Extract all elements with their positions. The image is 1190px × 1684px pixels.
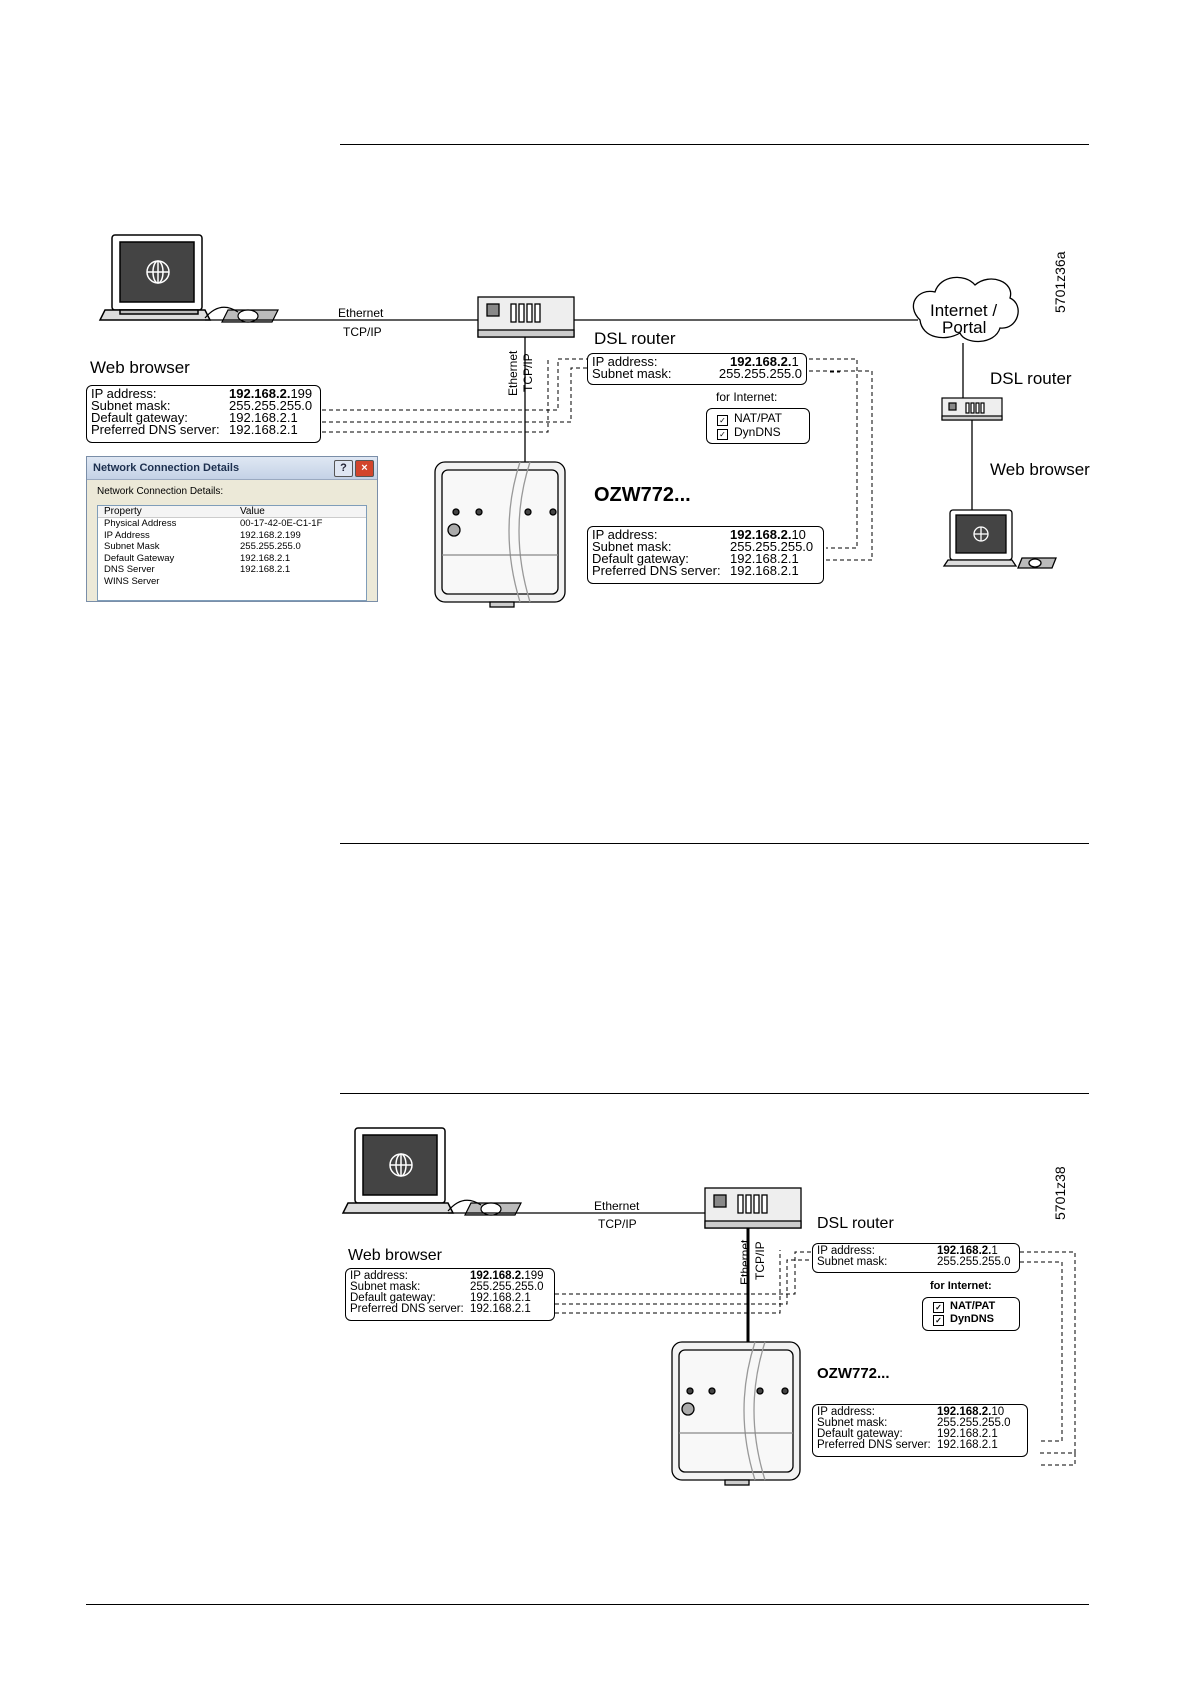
checkbox-icon: ✓: [933, 1302, 944, 1313]
router-ip-config-box: IP address:192.168.2.1 Subnet mask:255.2…: [587, 353, 807, 385]
checkbox-icon: ✓: [717, 415, 728, 426]
config-row: Subnet mask:255.255.255.0: [350, 1281, 544, 1293]
config-row: IP address:192.168.2.1: [592, 354, 799, 369]
config-row: IP address:192.168.2.199: [91, 386, 313, 401]
vertical-tcpip-label: TCP/IP: [753, 1241, 767, 1280]
config-row: Subnet mask:255.255.255.0: [91, 398, 313, 413]
device-title: OZW772...: [817, 1365, 890, 1382]
ozw772-device-icon: [671, 1341, 801, 1486]
tcpip-label: TCP/IP: [598, 1217, 637, 1231]
tcpip-label: TCP/IP: [343, 325, 382, 339]
dyndns-option: ✓DynDNS: [933, 1313, 1015, 1326]
help-button[interactable]: ?: [334, 460, 353, 477]
config-row: Preferred DNS server:192.168.2.1: [350, 1303, 531, 1315]
for-internet-label: for Internet:: [716, 390, 778, 404]
router-ip-config-box: IP address:192.168.2.1 Subnet mask:255.2…: [812, 1243, 1020, 1273]
property-column-header[interactable]: Property: [104, 506, 142, 517]
config-row: Subnet mask:255.255.255.0: [592, 366, 802, 381]
config-row: Preferred DNS server:192.168.2.1: [817, 1439, 998, 1451]
config-row: Subnet mask:255.255.255.0: [817, 1256, 1011, 1268]
top-rule: [340, 144, 1089, 145]
remote-dsl-router-label: DSL router: [990, 369, 1072, 388]
dialog-subtitle: Network Connection Details:: [97, 486, 224, 497]
config-row: Default gateway:192.168.2.1: [91, 410, 298, 425]
config-row: Preferred DNS server:192.168.2.1: [91, 422, 298, 437]
checkbox-icon: ✓: [933, 1315, 944, 1326]
dialog-title: Network Connection Details: [93, 462, 240, 474]
dsl-router-icon: [704, 1187, 802, 1229]
config-row: IP address:192.168.2.1: [817, 1245, 998, 1257]
config-row: IP address:192.168.2.10: [817, 1406, 1005, 1418]
config-row: Default gateway:192.168.2.1: [817, 1428, 998, 1440]
pc-icon: [341, 1127, 455, 1214]
internet-label-line1: Internet /: [930, 301, 998, 320]
config-row: Default gateway:192.168.2.1: [350, 1292, 531, 1304]
internet-label-line2: Portal: [942, 318, 987, 337]
dialog-titlebar: Network Connection Details ? ×: [87, 457, 377, 480]
pc-icon: [98, 234, 212, 321]
dyndns-option: ✓DynDNS: [717, 425, 805, 440]
mouse-pad-icon: [204, 306, 279, 323]
web-browser-label: Web browser: [90, 358, 190, 377]
config-row: Default gateway:192.168.2.1: [592, 551, 799, 566]
remote-web-browser-label: Web browser: [990, 460, 1090, 479]
bottom-rule: [86, 1604, 1089, 1605]
list-item[interactable]: WINS Server: [104, 575, 160, 587]
nat-pat-option: ✓NAT/PAT: [933, 1300, 1015, 1313]
config-row: Preferred DNS server:192.168.2.1: [592, 563, 799, 578]
browser-ip-config-box: IP address:192.168.2.199 Subnet mask:255…: [345, 1268, 555, 1321]
internet-cloud: [912, 276, 1019, 343]
ozw772-device-icon: [434, 461, 566, 608]
for-internet-label: for Internet:: [930, 1280, 992, 1292]
remote-router-icon: [941, 397, 1003, 421]
internet-options-box: ✓NAT/PAT ✓DynDNS: [706, 408, 810, 444]
dsl-router-label: DSL router: [817, 1215, 894, 1232]
middle-rule-2: [340, 1093, 1089, 1094]
ethernet-label: Ethernet: [594, 1199, 640, 1213]
browser-ip-config-box: IP address:192.168.2.199 Subnet mask:255…: [86, 385, 321, 443]
device-title: OZW772...: [594, 484, 691, 506]
close-button[interactable]: ×: [355, 460, 374, 477]
checkbox-icon: ✓: [717, 429, 728, 440]
middle-rule-1: [340, 843, 1089, 844]
config-row: Subnet mask:255.255.255.0: [592, 539, 814, 554]
value-column-header[interactable]: Value: [240, 506, 265, 517]
dsl-router-icon: [477, 296, 575, 338]
config-row: Subnet mask:255.255.255.0: [817, 1417, 1011, 1429]
mouse-pad-icon: [447, 1199, 522, 1216]
config-row: IP address:192.168.2.199: [350, 1270, 544, 1282]
dsl-router-label: DSL router: [594, 329, 676, 348]
vertical-ethernet-label: Ethernet: [738, 1239, 752, 1285]
internet-options-box: ✓NAT/PAT ✓DynDNS: [922, 1297, 1020, 1331]
remote-pc-icon: [942, 509, 1057, 569]
list-header: Property Value: [98, 506, 366, 518]
web-browser-label: Web browser: [348, 1247, 442, 1264]
device-ip-config-box: IP address:192.168.2.10 Subnet mask:255.…: [812, 1404, 1028, 1457]
device-ip-config-box: IP address:192.168.2.10 Subnet mask:255.…: [587, 526, 824, 584]
nat-pat-option: ✓NAT/PAT: [717, 411, 805, 426]
drawing-code-2: 5701z38: [1052, 1166, 1068, 1220]
ethernet-label: Ethernet: [338, 306, 384, 320]
network-connection-details-dialog: Network Connection Details ? × Network C…: [86, 456, 378, 602]
config-row: IP address:192.168.2.10: [592, 527, 806, 542]
